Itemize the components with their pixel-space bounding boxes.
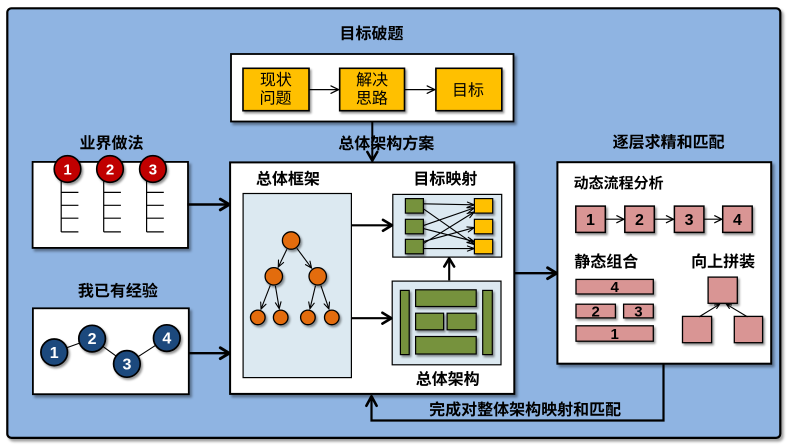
svg-text:3: 3	[634, 303, 642, 320]
svg-text:1: 1	[50, 345, 59, 362]
svg-text:3: 3	[122, 357, 131, 374]
svg-text:4: 4	[610, 279, 619, 296]
svg-text:4: 4	[733, 212, 742, 229]
svg-text:3: 3	[149, 161, 157, 178]
svg-text:2: 2	[88, 331, 97, 348]
svg-text:2: 2	[592, 303, 600, 320]
svg-text:1: 1	[586, 212, 595, 229]
svg-text:1: 1	[610, 326, 618, 343]
svg-text:1: 1	[63, 161, 71, 178]
svg-text:2: 2	[635, 212, 644, 229]
svg-text:4: 4	[162, 331, 171, 348]
svg-text:3: 3	[685, 212, 694, 229]
svg-text:2: 2	[106, 161, 114, 178]
